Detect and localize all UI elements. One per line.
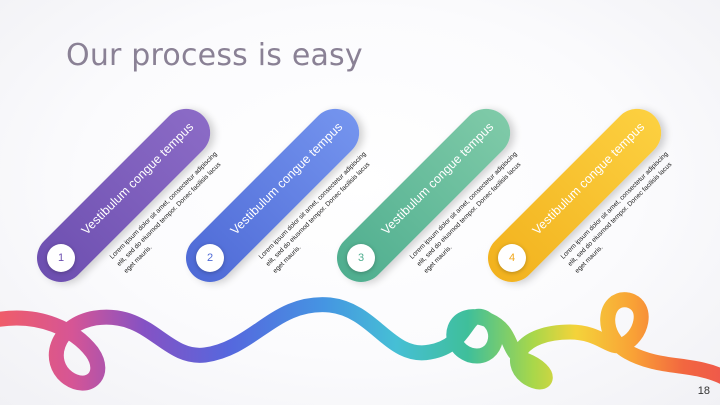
step-number-badge: 4 xyxy=(498,244,526,272)
step-number-badge: 2 xyxy=(196,244,224,272)
step-number: 3 xyxy=(357,252,365,264)
ribbon-path xyxy=(0,292,720,391)
step-number-badge: 3 xyxy=(347,244,375,272)
step-number: 2 xyxy=(206,252,214,264)
step-number: 1 xyxy=(57,252,65,264)
slide-title: Our process is easy xyxy=(66,38,363,73)
step-number-badge: 1 xyxy=(47,244,75,272)
step-number: 4 xyxy=(508,252,516,264)
page-number: 18 xyxy=(697,385,710,397)
